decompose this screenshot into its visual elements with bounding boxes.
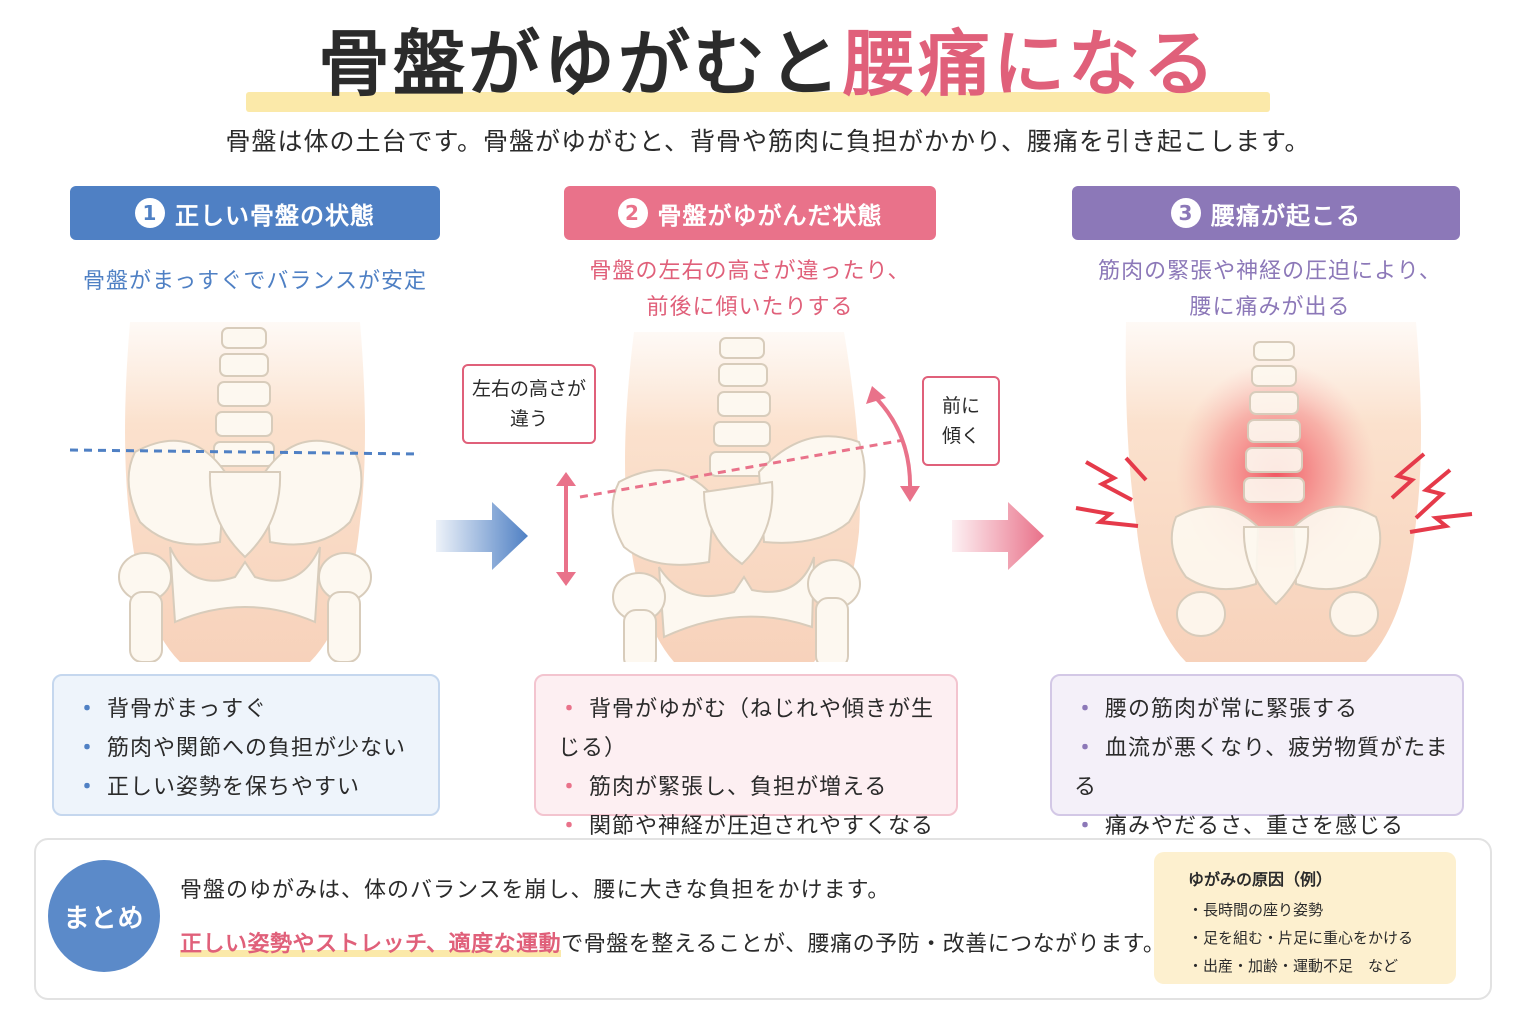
summary-line2: 正しい姿勢やストレッチ、適度な運動で骨盤を整えることが、腰痛の予防・改善につなが… <box>180 926 1165 958</box>
list-item: ・足を組む・片足に重心をかける <box>1188 929 1414 947</box>
step1-number: 1 <box>135 198 165 228</box>
step1-header: 1 正しい骨盤の状態 <box>70 186 440 240</box>
step3-number: 3 <box>1171 198 1201 228</box>
summary-emphasis: 正しい姿勢やストレッチ、適度な運動 <box>180 932 562 957</box>
list-item: ・血流が悪くなり、疲労物質がたまる <box>1074 736 1449 800</box>
list-item: ・正しい姿勢を保ちやすい <box>76 775 361 800</box>
arrow-right-icon <box>436 498 528 574</box>
list-item: ・関節や神経が圧迫されやすくなる <box>558 814 935 839</box>
title-part1: 骨盤がゆがむと <box>317 22 843 106</box>
step2-desc-line: 骨盤の左右の高さが違ったり、 <box>589 259 911 284</box>
step1-desc-line: 骨盤がまっすぐでバランスが安定 <box>83 269 427 294</box>
summary-line1: 骨盤のゆがみは、体のバランスを崩し、腰に大きな負担をかけます。 <box>180 878 891 903</box>
step2-header: 2 骨盤がゆがんだ状態 <box>564 186 936 240</box>
summary-badge: まとめ <box>48 860 160 972</box>
title-part2: 腰痛になる <box>843 22 1219 106</box>
list-item: ・長時間の座り姿勢 <box>1188 901 1324 919</box>
list-item: ・筋肉や関節への負担が少ない <box>76 736 407 761</box>
label-height-difference: 左右の高さが 違う <box>462 364 596 444</box>
title-highlight <box>246 92 1270 112</box>
step3-title: 腰痛が起こる <box>1211 201 1361 230</box>
arrow-right-icon <box>952 498 1044 574</box>
causes-title: ゆがみの原因（例） <box>1188 870 1333 889</box>
step2-description: 骨盤の左右の高さが違ったり、 前後に傾いたりする <box>530 254 970 326</box>
step3-header: 3 腰痛が起こる <box>1072 186 1460 240</box>
list-item: ・筋肉が緊張し、負担が増える <box>558 775 888 800</box>
pain-zigzag-left-icon <box>1074 456 1164 536</box>
list-item: ・出産・加齢・運動不足 など <box>1188 957 1399 975</box>
pelvis-distorted-illustration <box>544 332 934 662</box>
lower-back-pain-illustration <box>1076 322 1476 662</box>
step2-desc-line: 前後に傾いたりする <box>646 295 854 320</box>
tilt-curved-arrow-icon <box>864 384 928 504</box>
step1-title: 正しい骨盤の状態 <box>175 201 375 230</box>
step3-desc-line: 腰に痛みが出る <box>1189 295 1351 320</box>
pelvis-normal-illustration <box>60 322 430 662</box>
step3-desc-line: 筋肉の緊張や神経の圧迫により、 <box>1098 259 1442 284</box>
step2-title: 骨盤がゆがんだ状態 <box>657 201 883 230</box>
subtitle: 骨盤は体の土台です。骨盤がゆがむと、背骨や筋肉に負担がかかり、腰痛を引き起こしま… <box>225 127 1311 156</box>
step1-description: 骨盤がまっすぐでバランスが安定 <box>40 264 470 300</box>
summary-line2-rest: で骨盤を整えることが、腰痛の予防・改善につながります。 <box>561 932 1166 957</box>
list-item: ・腰の筋肉が常に緊張する <box>1074 697 1359 722</box>
step3-description: 筋肉の緊張や神経の圧迫により、 腰に痛みが出る <box>1050 254 1490 326</box>
height-difference-arrow-icon <box>552 470 580 588</box>
step2-points-box: ・背骨がゆがむ（ねじれや傾きが生じる） ・筋肉が緊張し、負担が増える ・関節や神… <box>534 674 958 839</box>
page-title: 骨盤がゆがむと腰痛になる <box>0 16 1536 112</box>
step3-points-box: ・腰の筋肉が常に緊張する ・血流が悪くなり、疲労物質がたまる ・痛みやだるさ、重… <box>1050 674 1464 839</box>
causes-box: ゆがみの原因（例） ・長時間の座り姿勢 ・足を組む・片足に重心をかける ・出産・… <box>1154 852 1456 984</box>
step2-number: 2 <box>617 198 648 228</box>
list-item: ・痛みやだるさ、重さを感じる <box>1074 814 1405 839</box>
label-tilt-forward: 前に 傾く <box>922 376 1000 466</box>
list-item: ・背骨がまっすぐ <box>76 697 268 722</box>
list-item: ・背骨がゆがむ（ねじれや傾きが生じる） <box>558 697 935 761</box>
step1-points-box: ・背骨がまっすぐ ・筋肉や関節への負担が少ない ・正しい姿勢を保ちやすい <box>52 674 440 816</box>
pain-zigzag-right-icon <box>1390 452 1474 536</box>
